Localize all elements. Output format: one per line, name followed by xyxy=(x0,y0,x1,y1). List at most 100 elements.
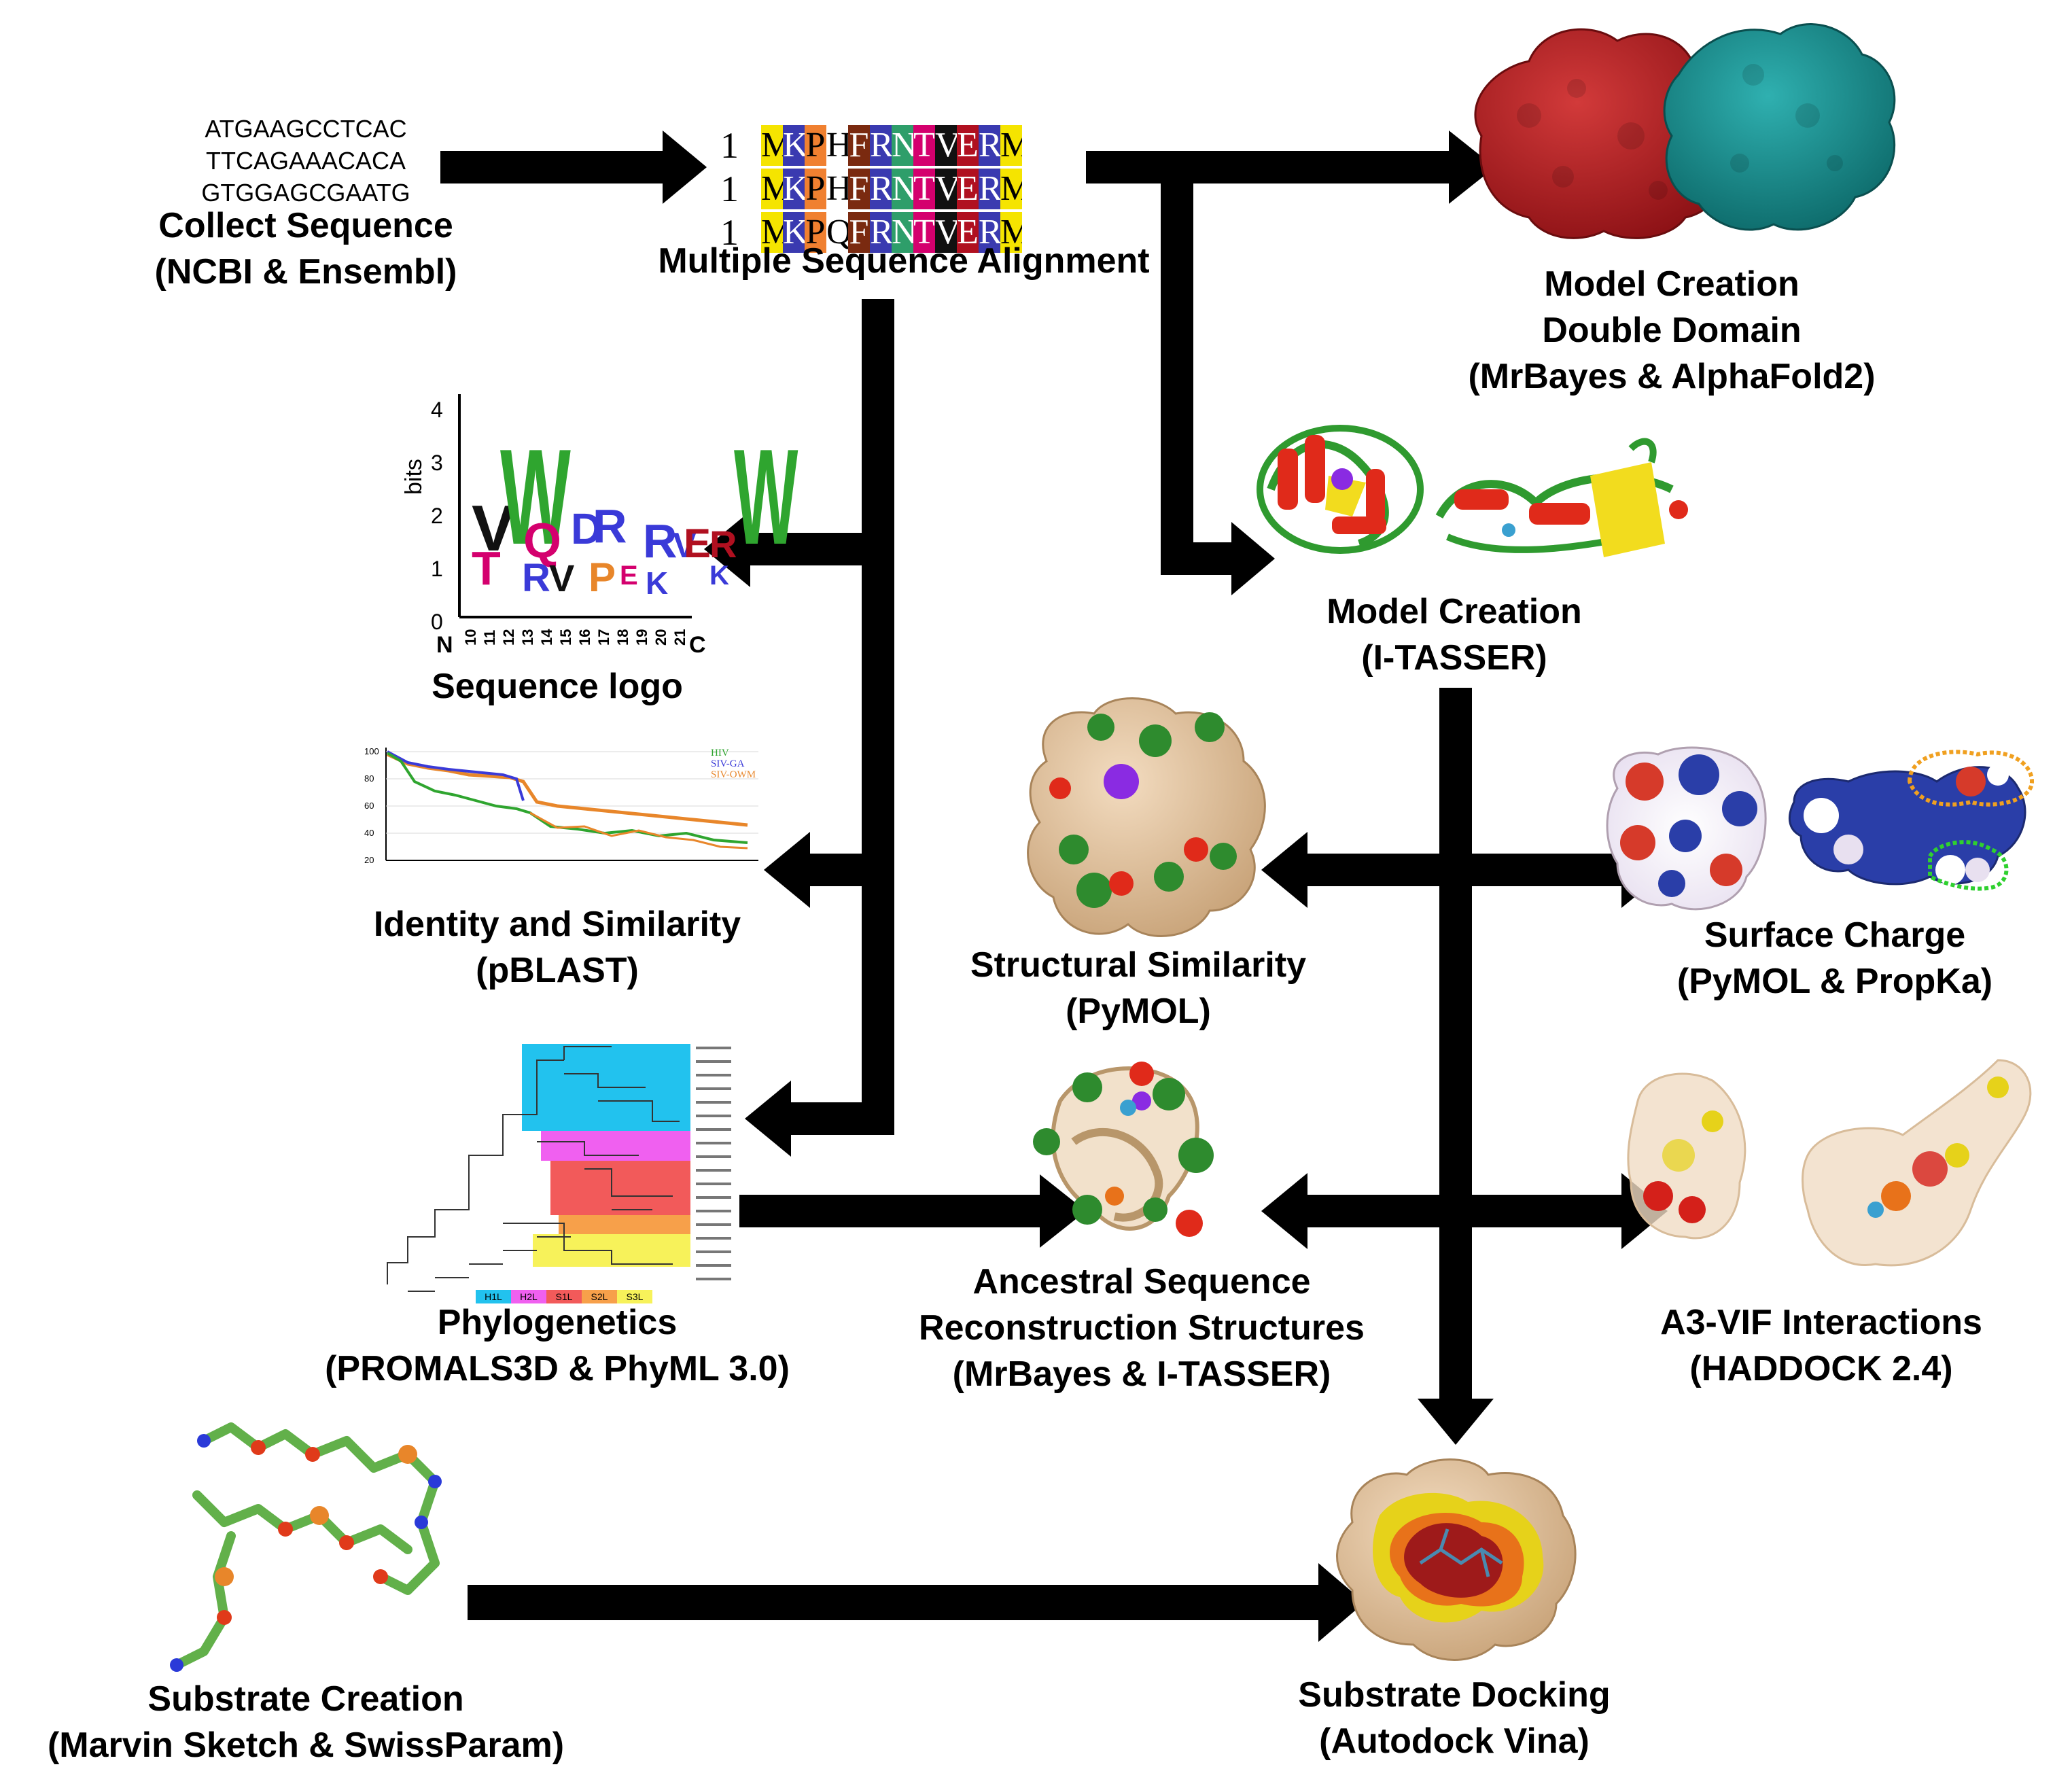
msa-residue: R xyxy=(979,212,1000,253)
msa-residue: V xyxy=(935,125,957,166)
identity-plot xyxy=(385,748,758,861)
label-tool: (MrBayes & AlphaFold2) xyxy=(1468,357,1876,396)
tree-branches xyxy=(387,1046,680,1292)
phylo-band-label: H1L xyxy=(485,1291,502,1302)
msa-residue: N xyxy=(892,169,913,209)
msa-residue: K xyxy=(783,125,805,166)
double-domain-structure xyxy=(1474,23,1896,239)
label-title: Multiple Sequence Alignment xyxy=(658,241,1150,281)
msa-residue: F xyxy=(848,212,870,253)
identity-ytick-label: 20 xyxy=(364,855,374,865)
msa-residue: M xyxy=(761,169,783,209)
msa-residue: R xyxy=(870,169,892,209)
label-tool: (NCBI & Ensembl) xyxy=(154,252,457,292)
svg-text:W: W xyxy=(734,421,798,573)
phylo-band-label: S2L xyxy=(591,1291,608,1302)
arrow-itasser-trunk xyxy=(1439,688,1472,1403)
logo-letters: V T W Q R V D R P E R K V E R K W xyxy=(472,421,798,601)
svg-text:T: T xyxy=(472,542,501,595)
domain-teal xyxy=(1663,23,1896,231)
logo-xtick-label: 20 xyxy=(652,629,669,646)
label-tool: (MrBayes & I-TASSER) xyxy=(952,1354,1331,1394)
docking-surface xyxy=(1336,1458,1577,1661)
label-identity: Identity and Similarity (pBLAST) xyxy=(319,901,795,994)
sequence-logo: V T W Q R V D R P E R K V E R K W xyxy=(458,394,798,618)
arrow-struct-surface-left xyxy=(1261,832,1307,908)
arrow-phylo-to-ancestral xyxy=(739,1195,1042,1227)
svg-text:R: R xyxy=(709,523,737,565)
label-title: Sequence logo xyxy=(432,667,683,706)
arrow-seq-to-msa xyxy=(440,151,665,183)
logo-c-terminus: C xyxy=(689,632,706,658)
arrow-substrate-to-docking xyxy=(468,1585,1321,1620)
label-tool: (I-TASSER) xyxy=(1361,638,1547,678)
svg-text:W: W xyxy=(500,421,571,573)
msa-residue: M xyxy=(1000,125,1022,166)
msa-residue: F xyxy=(848,125,870,166)
logo-xtick-label: 15 xyxy=(557,629,574,646)
arrow-to-logo-head xyxy=(704,511,750,587)
series-lower-orange xyxy=(529,811,748,850)
arrow-msa-trunk xyxy=(862,299,894,1135)
logo-n-terminus: N xyxy=(436,632,453,658)
svg-text:Q: Q xyxy=(523,514,561,568)
label-a3vif: A3-VIF Interactions (HADDOCK 2.4) xyxy=(1590,1299,2052,1392)
logo-xtick-label: 18 xyxy=(614,629,631,646)
arrow-to-logo-h xyxy=(748,533,894,565)
svg-text:R: R xyxy=(522,556,550,600)
msa-residue: V xyxy=(935,212,957,253)
msa-residue: R xyxy=(870,125,892,166)
phylo-band-label: S1L xyxy=(555,1291,573,1302)
msa-residue: R xyxy=(870,212,892,253)
logo-ytick-label: 2 xyxy=(431,504,443,528)
raw-sequence-line: ATGAAGCCTCAC xyxy=(205,115,407,143)
label-title: Model Creation xyxy=(1544,264,1799,304)
logo-ytick-label: 1 xyxy=(431,557,443,581)
svg-text:V: V xyxy=(673,526,697,565)
msa-residue: R xyxy=(979,125,1000,166)
raw-sequence-block: ATGAAGCCTCAC TTCAGAAACACA GTGGAGCGAATG xyxy=(190,113,421,209)
svg-text:E: E xyxy=(684,521,711,566)
structural-similarity-surface xyxy=(1027,697,1266,937)
domain-surface-texture xyxy=(1517,64,1843,200)
arrow-to-phylo-h xyxy=(788,1102,894,1135)
substrate-molecule xyxy=(170,1422,442,1672)
label-tool: (Marvin Sketch & SwissParam) xyxy=(47,1726,565,1765)
msa-row-number: 1 xyxy=(720,125,739,166)
logo-xtick-label: 11 xyxy=(481,629,498,646)
logo-ytick-label: 3 xyxy=(431,451,443,475)
label-tool: (HADDOCK 2.4) xyxy=(1689,1349,1953,1388)
label-surface-charge: Surface Charge (PyMOL & PropKa) xyxy=(1617,912,2052,1004)
msa-residue: P xyxy=(805,212,826,253)
msa-residue: K xyxy=(783,212,805,253)
docked-ligand xyxy=(1419,1528,1503,1577)
arrow-ancestral-a3vif-left xyxy=(1261,1173,1307,1249)
arrow-phylo-to-ancestral-head xyxy=(1040,1174,1086,1248)
logo-xtick-label: 17 xyxy=(595,629,612,646)
label-title: Structural Similarity xyxy=(970,945,1307,985)
series-hiv xyxy=(386,752,748,844)
identity-ytick-label: 80 xyxy=(364,773,374,784)
arrow-seq-to-msa-head xyxy=(663,130,707,204)
logo-ylabel: bits xyxy=(401,459,427,495)
msa-residue: M xyxy=(1000,169,1022,209)
logo-ytick-label: 0 xyxy=(431,610,443,634)
label-ancestral: Ancestral Sequence Reconstruction Struct… xyxy=(883,1259,1400,1397)
label-tool: (PyMOL) xyxy=(1066,992,1211,1031)
msa-residue: M xyxy=(761,212,783,253)
msa-residue: P xyxy=(805,125,826,166)
label-sequence-logo: Sequence logo xyxy=(381,663,734,710)
label-tool: (PyMOL & PropKa) xyxy=(1676,962,1993,1001)
svg-text:R: R xyxy=(593,500,627,553)
docking-pocket-red xyxy=(1404,1523,1503,1598)
raw-sequence-line: GTGGAGCGAATG xyxy=(201,179,410,207)
msa-row-number: 1 xyxy=(720,212,739,253)
itasser-model-2 xyxy=(1435,438,1688,557)
identity-ytick-label: 60 xyxy=(364,801,374,811)
raw-sequence-line: TTCAGAAACACA xyxy=(205,147,406,175)
msa-residue: M xyxy=(761,125,783,166)
